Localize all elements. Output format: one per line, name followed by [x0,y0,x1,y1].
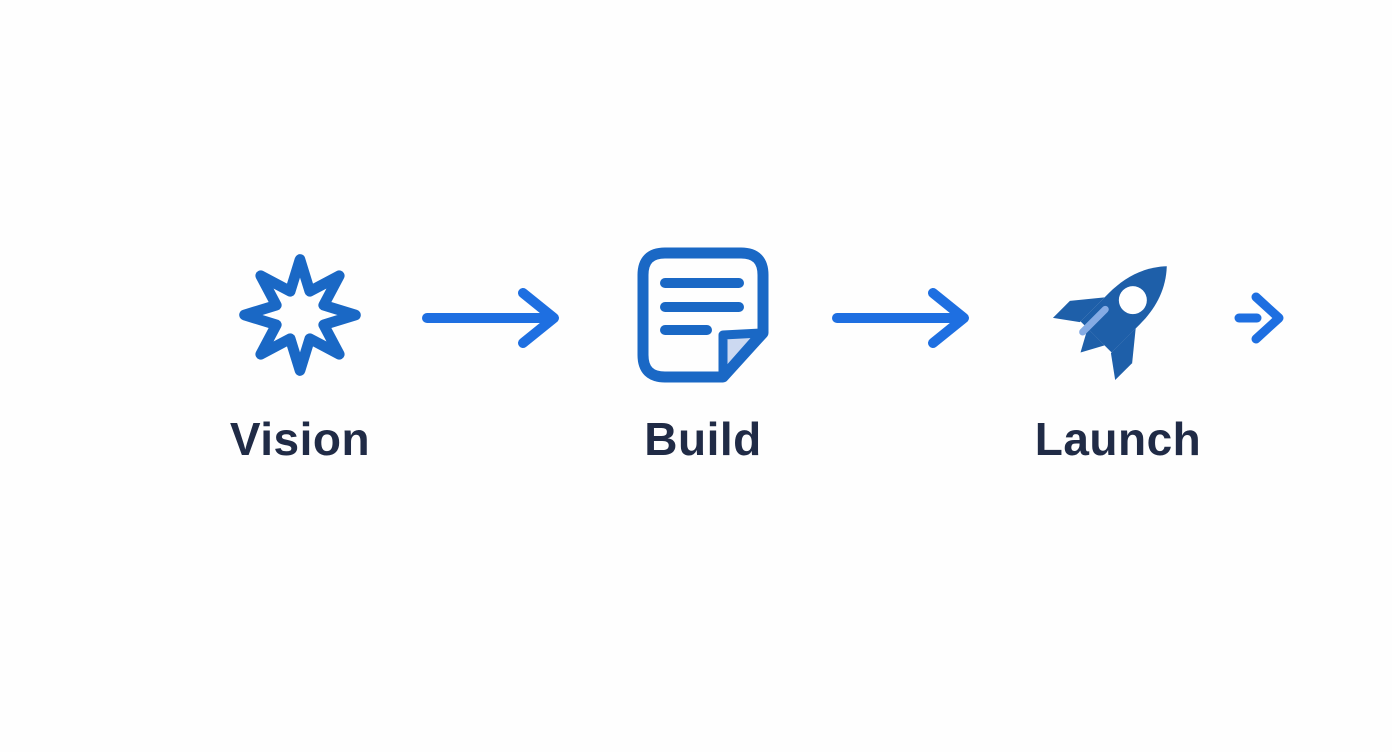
stage-build: Build [573,240,833,466]
stage-label-vision: Vision [229,413,371,465]
launch-icon-box [1043,240,1193,390]
arrow-right-icon [422,288,559,348]
stage-label-launch: Launch [1034,413,1202,465]
build-icon-box [634,240,772,390]
document-icon [637,247,769,383]
vision-icon-box [236,240,364,390]
stage-label-build: Build [644,413,762,465]
arrow-right-icon [832,288,969,348]
folded-corner [718,328,766,381]
arrow-right-short-icon [1234,292,1284,344]
stage-vision: Vision [170,240,430,466]
rocket-window [1118,286,1147,315]
stage-launch: Launch [988,240,1248,466]
rocket-stripe [1079,305,1109,336]
rocket-icon [1052,266,1167,381]
starburst-icon [239,254,361,376]
